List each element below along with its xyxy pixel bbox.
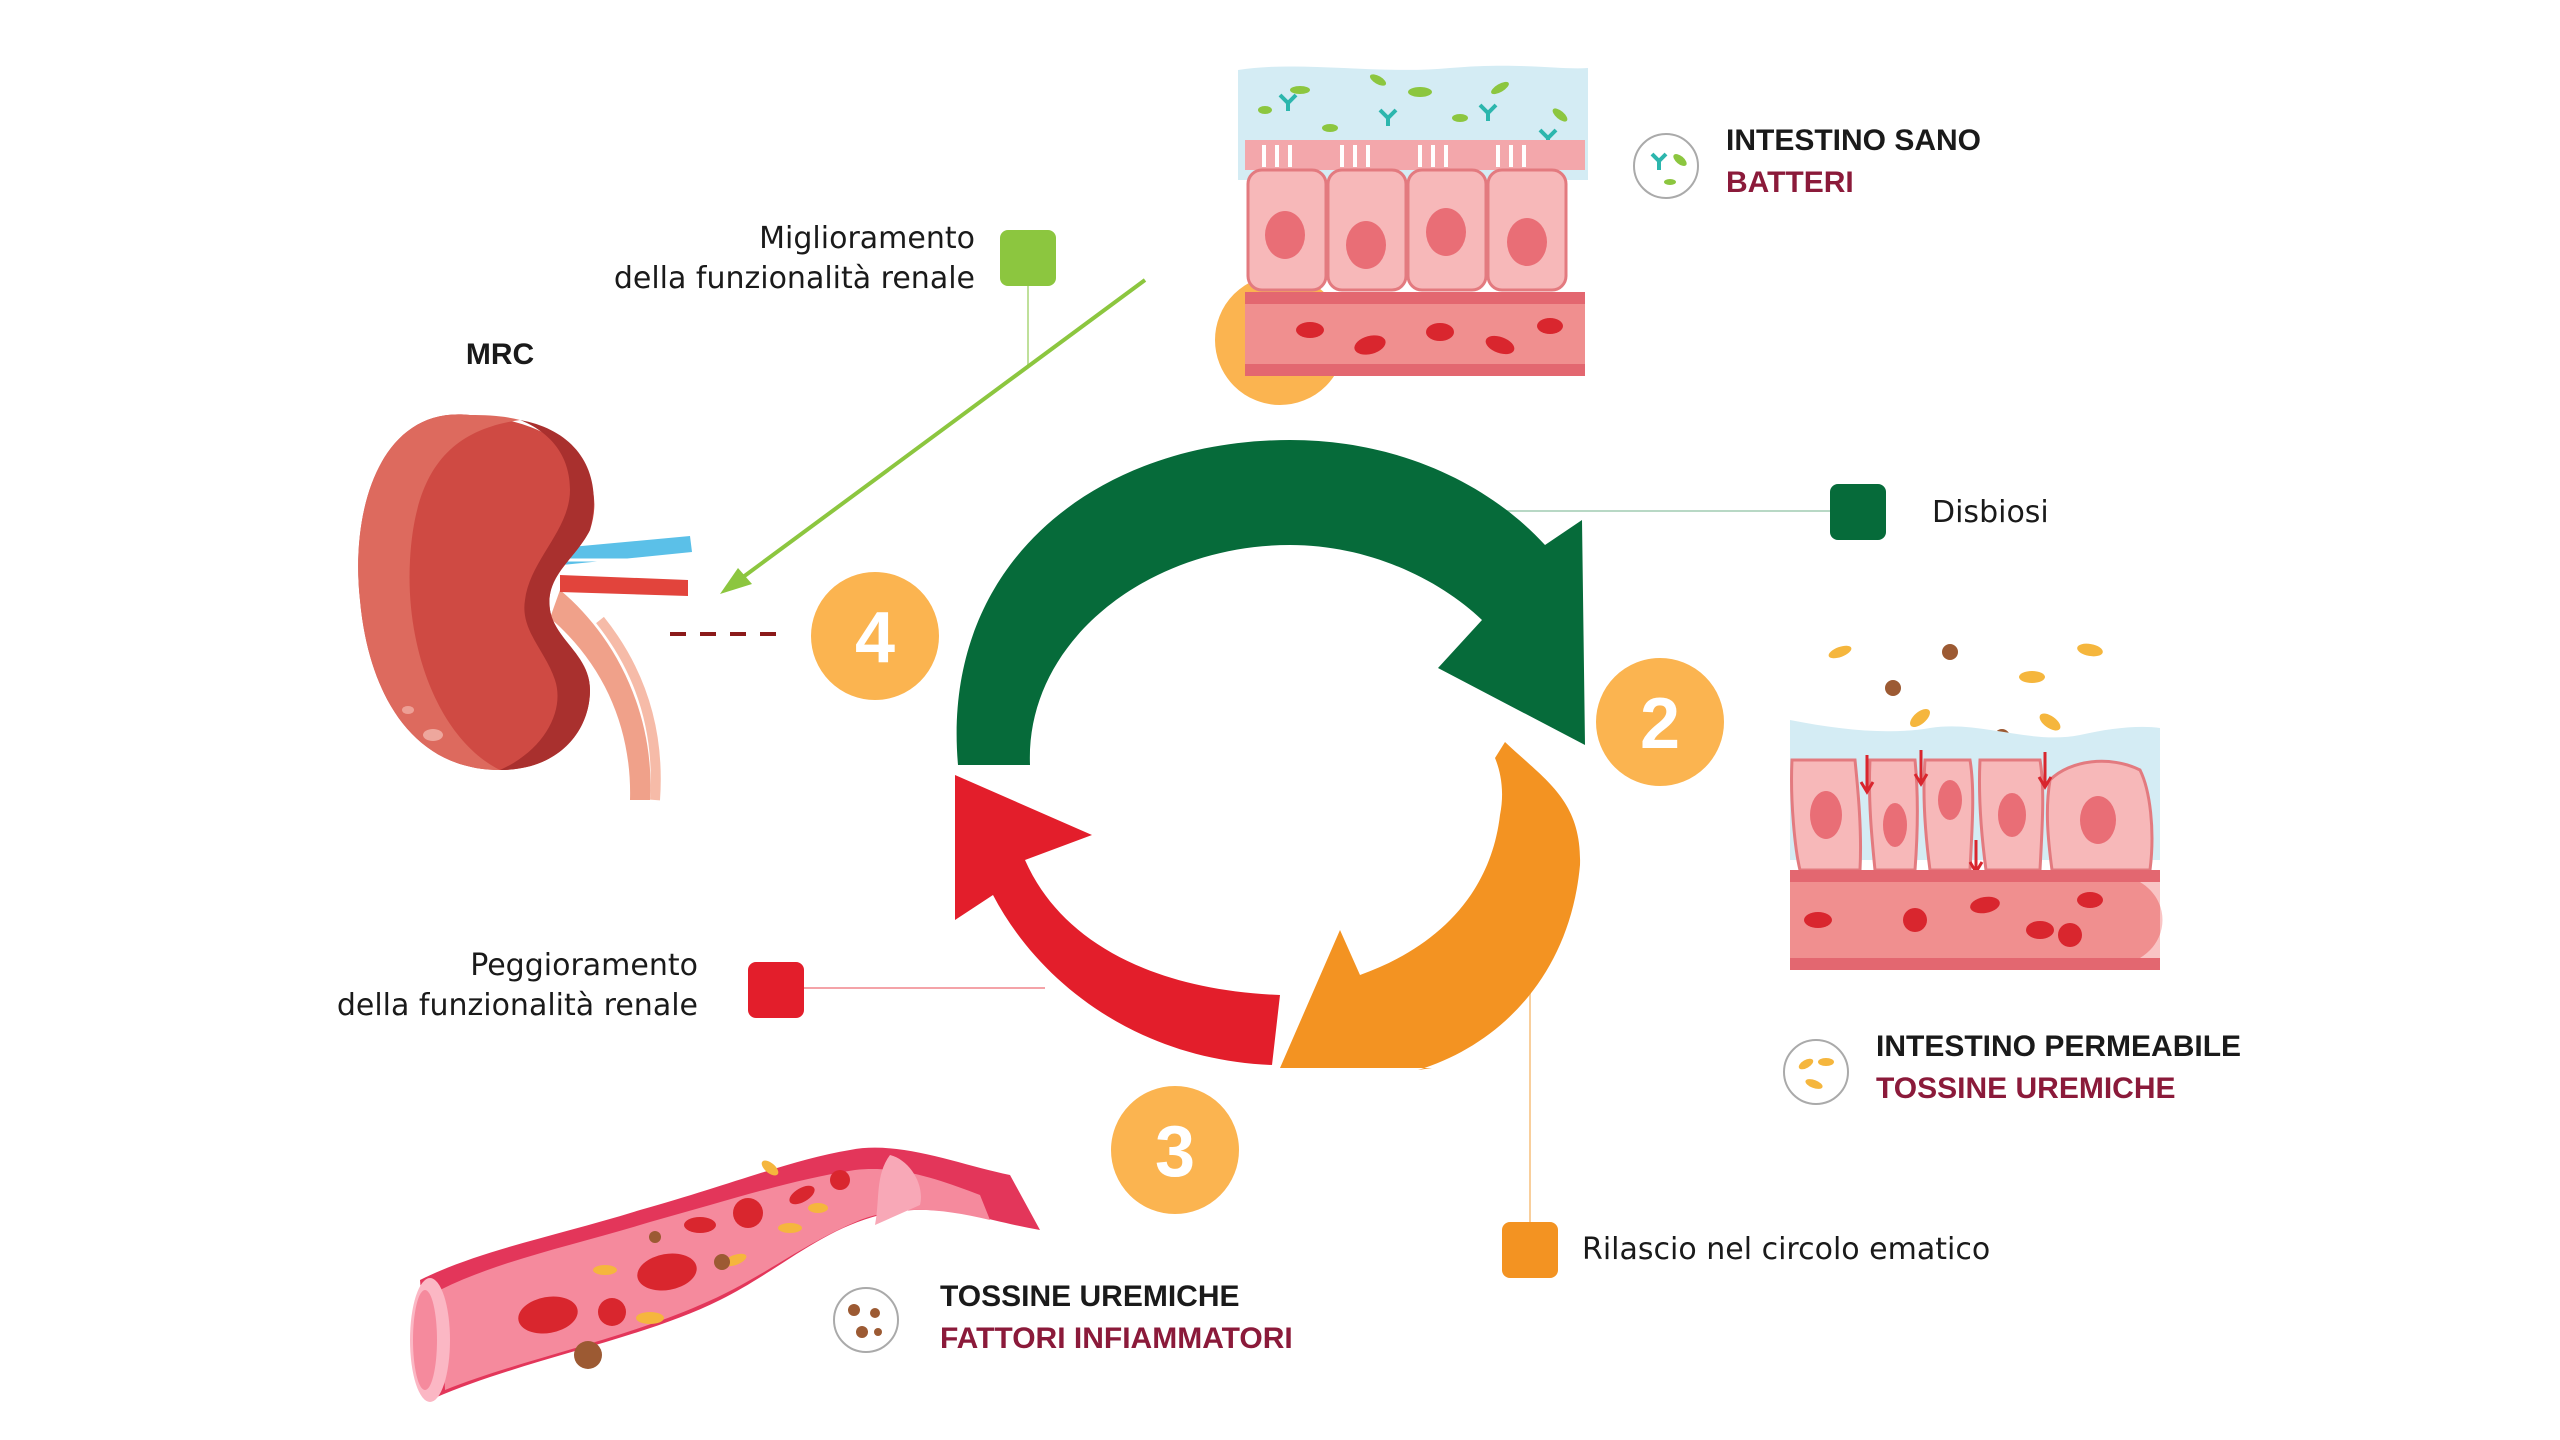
badge-2-number: 2 bbox=[1640, 684, 1680, 764]
dysbiosis-swatch bbox=[1830, 484, 1886, 540]
stage-1-subtitle: BATTERI bbox=[1726, 166, 1854, 199]
connector-lines bbox=[670, 278, 1830, 1250]
badge-4 bbox=[803, 564, 947, 708]
badge-2 bbox=[1588, 650, 1732, 794]
stage-3-subtitle: FATTORI INFIAMMATORI bbox=[940, 1322, 1293, 1355]
worsening-label-2: della funzionalità renale bbox=[337, 988, 698, 1023]
stage-2-title: INTESTINO PERMEABILE bbox=[1876, 1030, 2241, 1063]
improvement-label-2: della funzionalità renale bbox=[614, 261, 975, 296]
dysbiosis-arrow bbox=[956, 440, 1585, 765]
improvement-swatch bbox=[1000, 230, 1056, 286]
cycle-arrows bbox=[955, 440, 1585, 1070]
badge-3-number: 3 bbox=[1155, 1112, 1195, 1192]
kidney-title: MRC bbox=[466, 338, 534, 371]
stage-1-caption: INTESTINO SANO BATTERI bbox=[1633, 124, 1981, 199]
stage-badges: 1 2 3 4 bbox=[803, 265, 1732, 1222]
badge-3 bbox=[1103, 1078, 1247, 1222]
legend-release: Rilascio nel circolo ematico bbox=[1502, 1222, 1990, 1278]
legend-dysbiosis: Disbiosi bbox=[1830, 484, 2049, 540]
inflammatory-icon bbox=[833, 1287, 899, 1353]
stage-2-subtitle: TOSSINE UREMICHE bbox=[1876, 1072, 2176, 1105]
stage-2-caption: INTESTINO PERMEABILE TOSSINE UREMICHE bbox=[1783, 1030, 2241, 1105]
improvement-label-1: Miglioramento bbox=[759, 221, 975, 256]
badge-4-number: 4 bbox=[855, 598, 895, 678]
bacteria-icon bbox=[1633, 133, 1699, 199]
gut-permeable-icon bbox=[1790, 643, 2163, 970]
blood-vessel-icon bbox=[410, 1147, 1040, 1402]
gut-healthy-icon bbox=[1238, 65, 1588, 376]
stage-3-title: TOSSINE UREMICHE bbox=[940, 1280, 1240, 1313]
legend-improvement: Miglioramento della funzionalità renale bbox=[614, 221, 1056, 296]
worsening-swatch bbox=[748, 962, 804, 1018]
release-swatch bbox=[1502, 1222, 1558, 1278]
worsening-arrow bbox=[955, 775, 1280, 1065]
legend-worsening: Peggioramento della funzionalità renale bbox=[337, 948, 804, 1023]
toxin-icon bbox=[1783, 1039, 1849, 1105]
stage-3-caption: TOSSINE UREMICHE FATTORI INFIAMMATORI bbox=[833, 1280, 1293, 1355]
dysbiosis-label: Disbiosi bbox=[1932, 495, 2049, 530]
worsening-label-1: Peggioramento bbox=[470, 948, 698, 983]
kidney-icon: MRC bbox=[358, 338, 692, 801]
release-arrow bbox=[1280, 742, 1581, 1070]
stage-1-title: INTESTINO SANO bbox=[1726, 124, 1981, 157]
release-label: Rilascio nel circolo ematico bbox=[1582, 1232, 1990, 1267]
